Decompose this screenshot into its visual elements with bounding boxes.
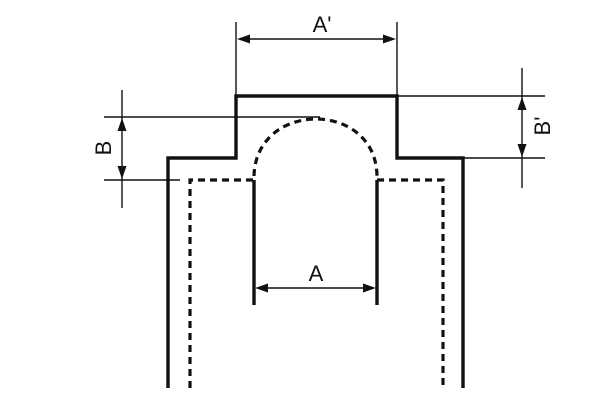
arrowhead-b-prime-bottom — [517, 144, 527, 157]
hidden-outline-left — [188, 178, 254, 388]
arrowhead-b-top — [117, 118, 127, 131]
arrowhead-a-prime-right — [383, 34, 396, 44]
label-a: A — [309, 261, 324, 286]
arrowhead-b-bottom — [117, 166, 127, 179]
arrowhead-a-right — [363, 283, 376, 293]
arrowhead-b-prime-top — [517, 97, 527, 110]
hidden-outline-right — [377, 178, 445, 388]
arrowhead-a-left — [255, 283, 268, 293]
label-a-prime: A' — [313, 12, 332, 37]
arrowhead-a-prime-left — [237, 34, 250, 44]
label-b: B — [91, 141, 116, 156]
outer-stepped-profile — [166, 94, 465, 388]
hidden-arc — [252, 117, 379, 177]
label-b-prime: B' — [530, 117, 555, 136]
